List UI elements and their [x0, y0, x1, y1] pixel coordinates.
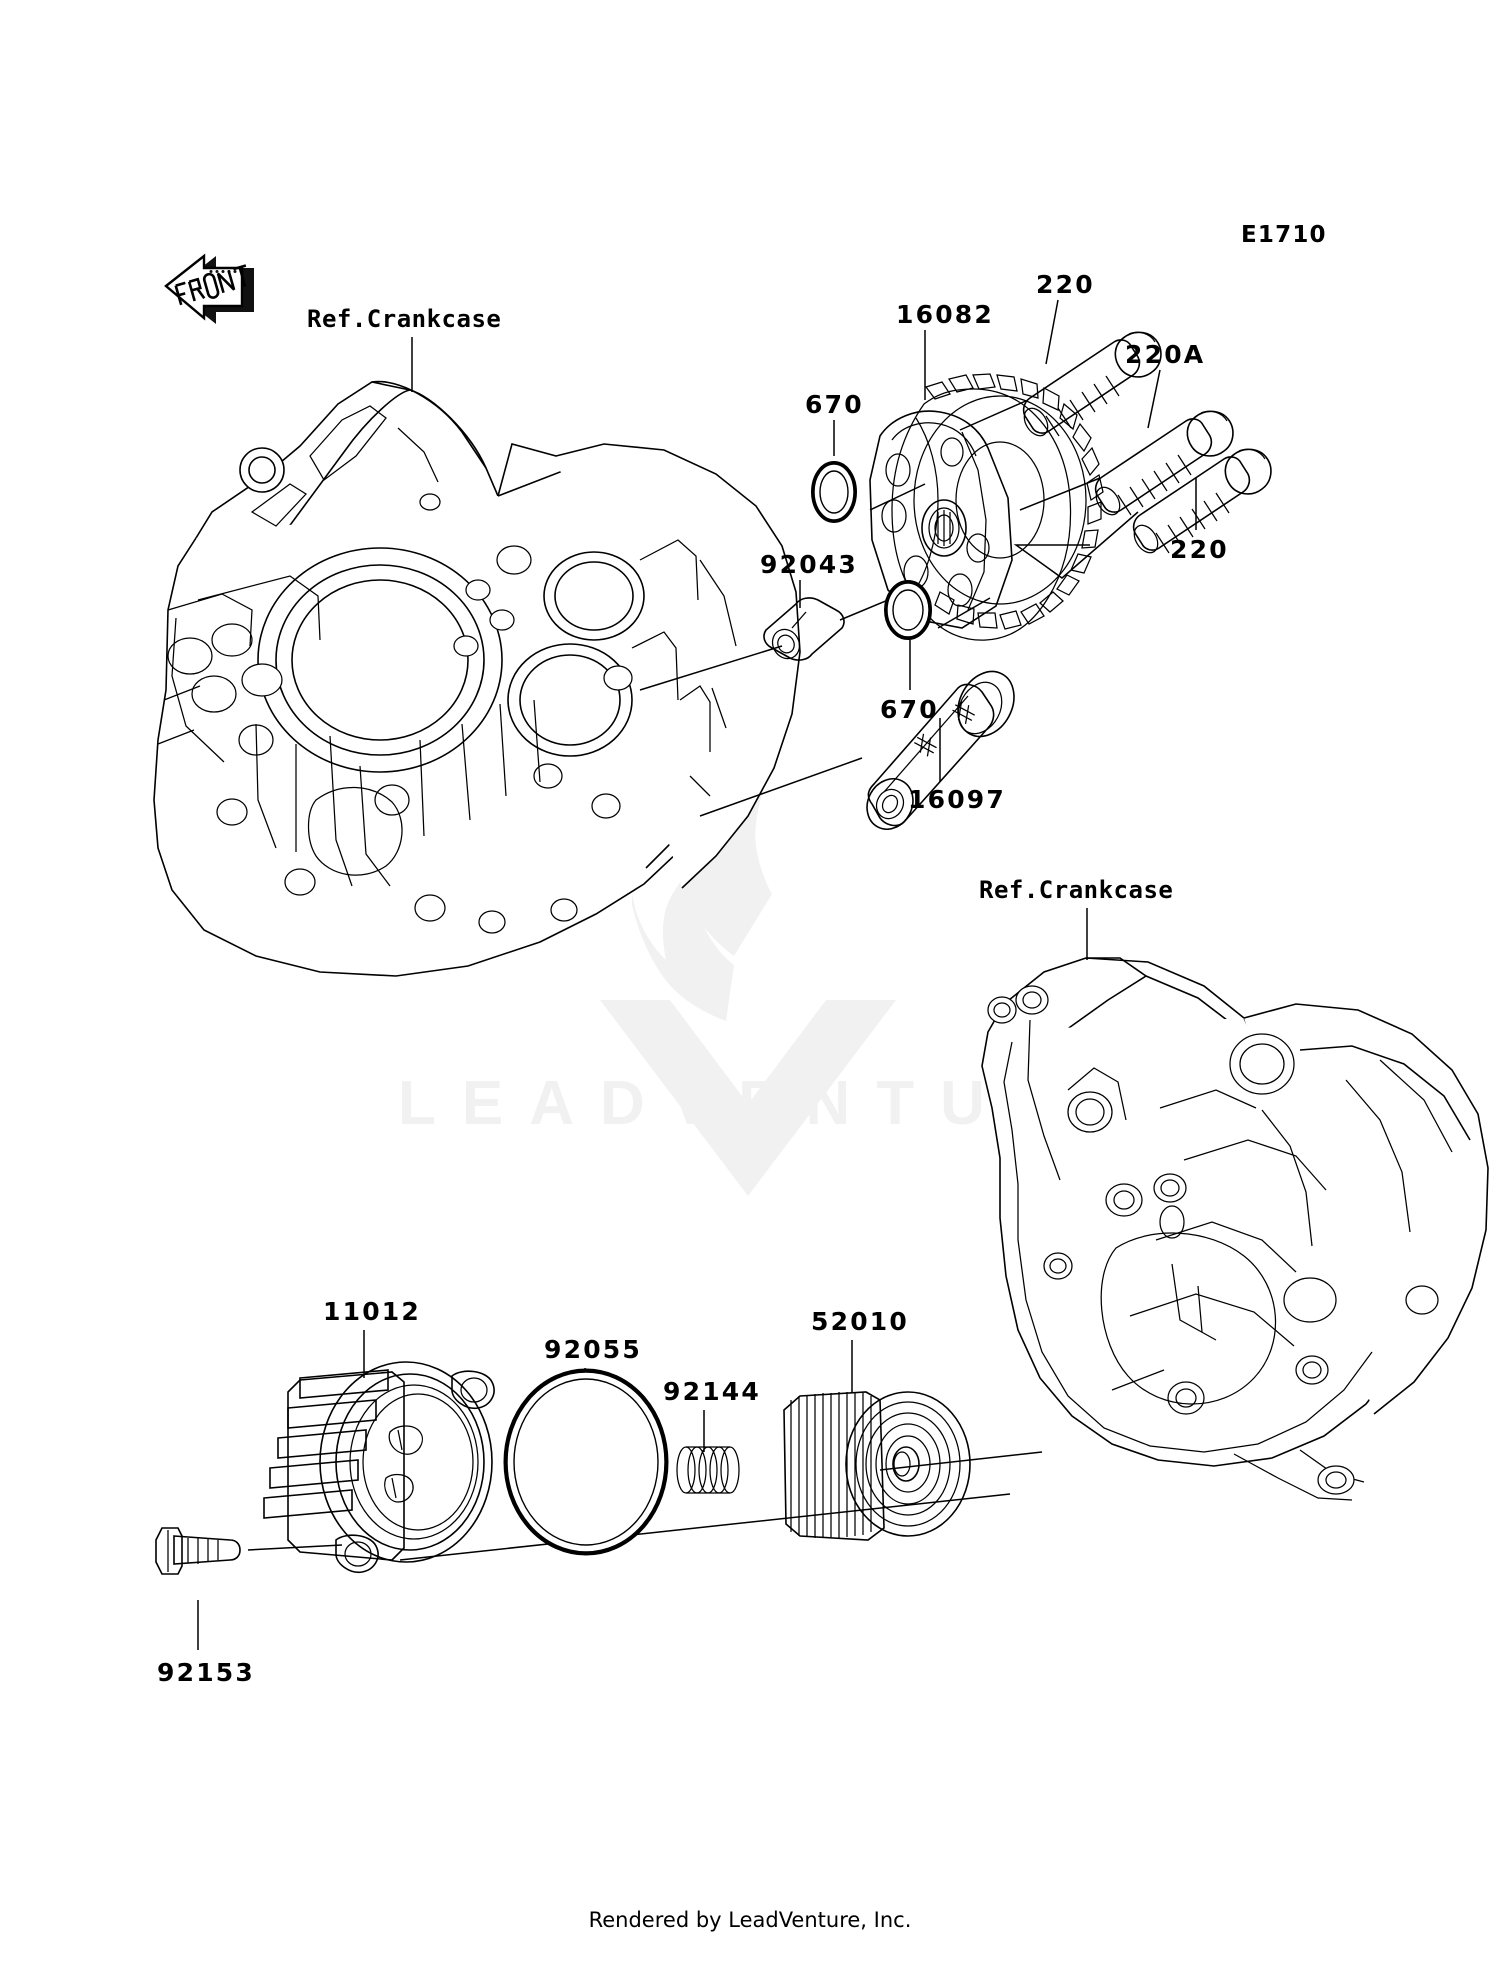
oil-pump-gear — [891, 373, 1104, 641]
flame-v-logo — [600, 776, 896, 1196]
callout-220-bottom: 220 — [1170, 535, 1229, 564]
spring-92144 — [676, 1446, 740, 1494]
callout-670-upper: 670 — [805, 390, 864, 419]
filter-cap-11012 — [263, 1361, 495, 1574]
callout-92055: 92055 — [544, 1335, 642, 1364]
filter-element-52010 — [783, 1391, 971, 1541]
bolt-220A-middle — [1094, 410, 1234, 516]
diagram-code: E1710 — [1241, 222, 1327, 248]
callout-92153: 92153 — [157, 1658, 255, 1687]
callout-11012: 11012 — [323, 1297, 421, 1326]
callout-220A: 220A — [1125, 340, 1206, 369]
bolt-92153 — [155, 1527, 241, 1575]
oring-670-lower — [884, 580, 932, 640]
bolt-220-top — [1022, 331, 1162, 437]
callout-220-top: 220 — [1036, 270, 1095, 299]
callout-92043: 92043 — [760, 550, 858, 579]
oil-pump-body — [869, 410, 1013, 629]
footer-attribution: Rendered by LeadVenture, Inc. — [588, 1908, 912, 1932]
callout-16082: 16082 — [896, 300, 994, 329]
oring-92055 — [503, 1368, 669, 1556]
callout-16097: 16097 — [908, 785, 1006, 814]
ref-crankcase-label-right: Ref.Crankcase — [979, 876, 1174, 904]
ref-crankcase-label-left: Ref.Crankcase — [307, 305, 502, 333]
bolt-220-bottom — [1132, 448, 1272, 554]
front-arrow-icon — [158, 250, 268, 330]
relief-valve-16097 — [866, 670, 1015, 830]
oring-670-upper — [811, 461, 857, 523]
pin-92043 — [763, 597, 845, 661]
callout-92144: 92144 — [663, 1377, 761, 1406]
callout-52010: 52010 — [811, 1307, 909, 1336]
callout-670-lower: 670 — [880, 695, 939, 724]
